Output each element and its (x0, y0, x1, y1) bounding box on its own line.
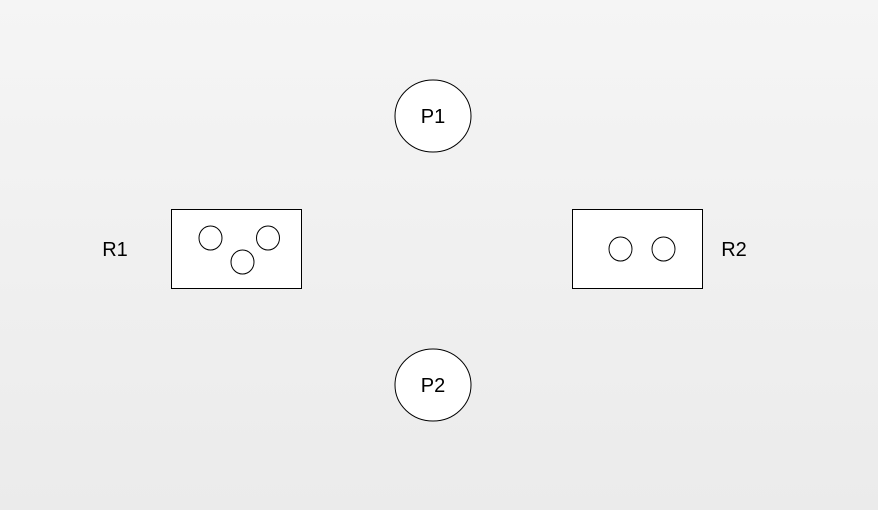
process-circle-p2 (394, 348, 472, 422)
resource-instance-r1-3 (230, 249, 255, 275)
resource-instance-r1-2 (256, 225, 280, 251)
process-node-p1: P1 (394, 79, 472, 153)
resource-box-r2 (572, 209, 703, 289)
process-circle-p1 (394, 79, 472, 153)
resource-box-r1 (171, 209, 302, 289)
process-label-p1: P1 (421, 106, 445, 128)
resource-instance-r1-1 (198, 225, 223, 251)
process-label-p2: P2 (421, 375, 445, 397)
resource-instance-r2-2 (651, 236, 676, 262)
resource-label-r2: R2 (721, 239, 747, 261)
resource-label-r1: R1 (102, 239, 128, 261)
resource-instance-r2-1 (608, 236, 633, 262)
resource-node-r1: R1 (102, 209, 302, 289)
process-node-p2: P2 (394, 348, 472, 422)
resource-node-r2: R2 (572, 209, 747, 289)
